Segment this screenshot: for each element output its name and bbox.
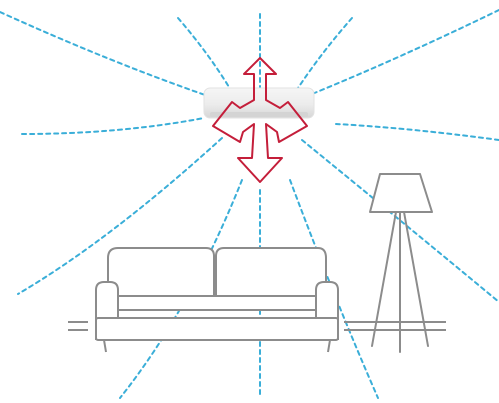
- airflow-line: [336, 124, 499, 140]
- airflow-line: [22, 118, 204, 134]
- airflow-line: [298, 18, 352, 88]
- four-way-arrow-icon: [213, 58, 307, 182]
- sofa-icon: [96, 248, 338, 352]
- airflow-line: [312, 10, 499, 94]
- airflow-line: [0, 12, 208, 96]
- floor-lamp-icon: [370, 174, 432, 352]
- airflow-line: [178, 18, 232, 92]
